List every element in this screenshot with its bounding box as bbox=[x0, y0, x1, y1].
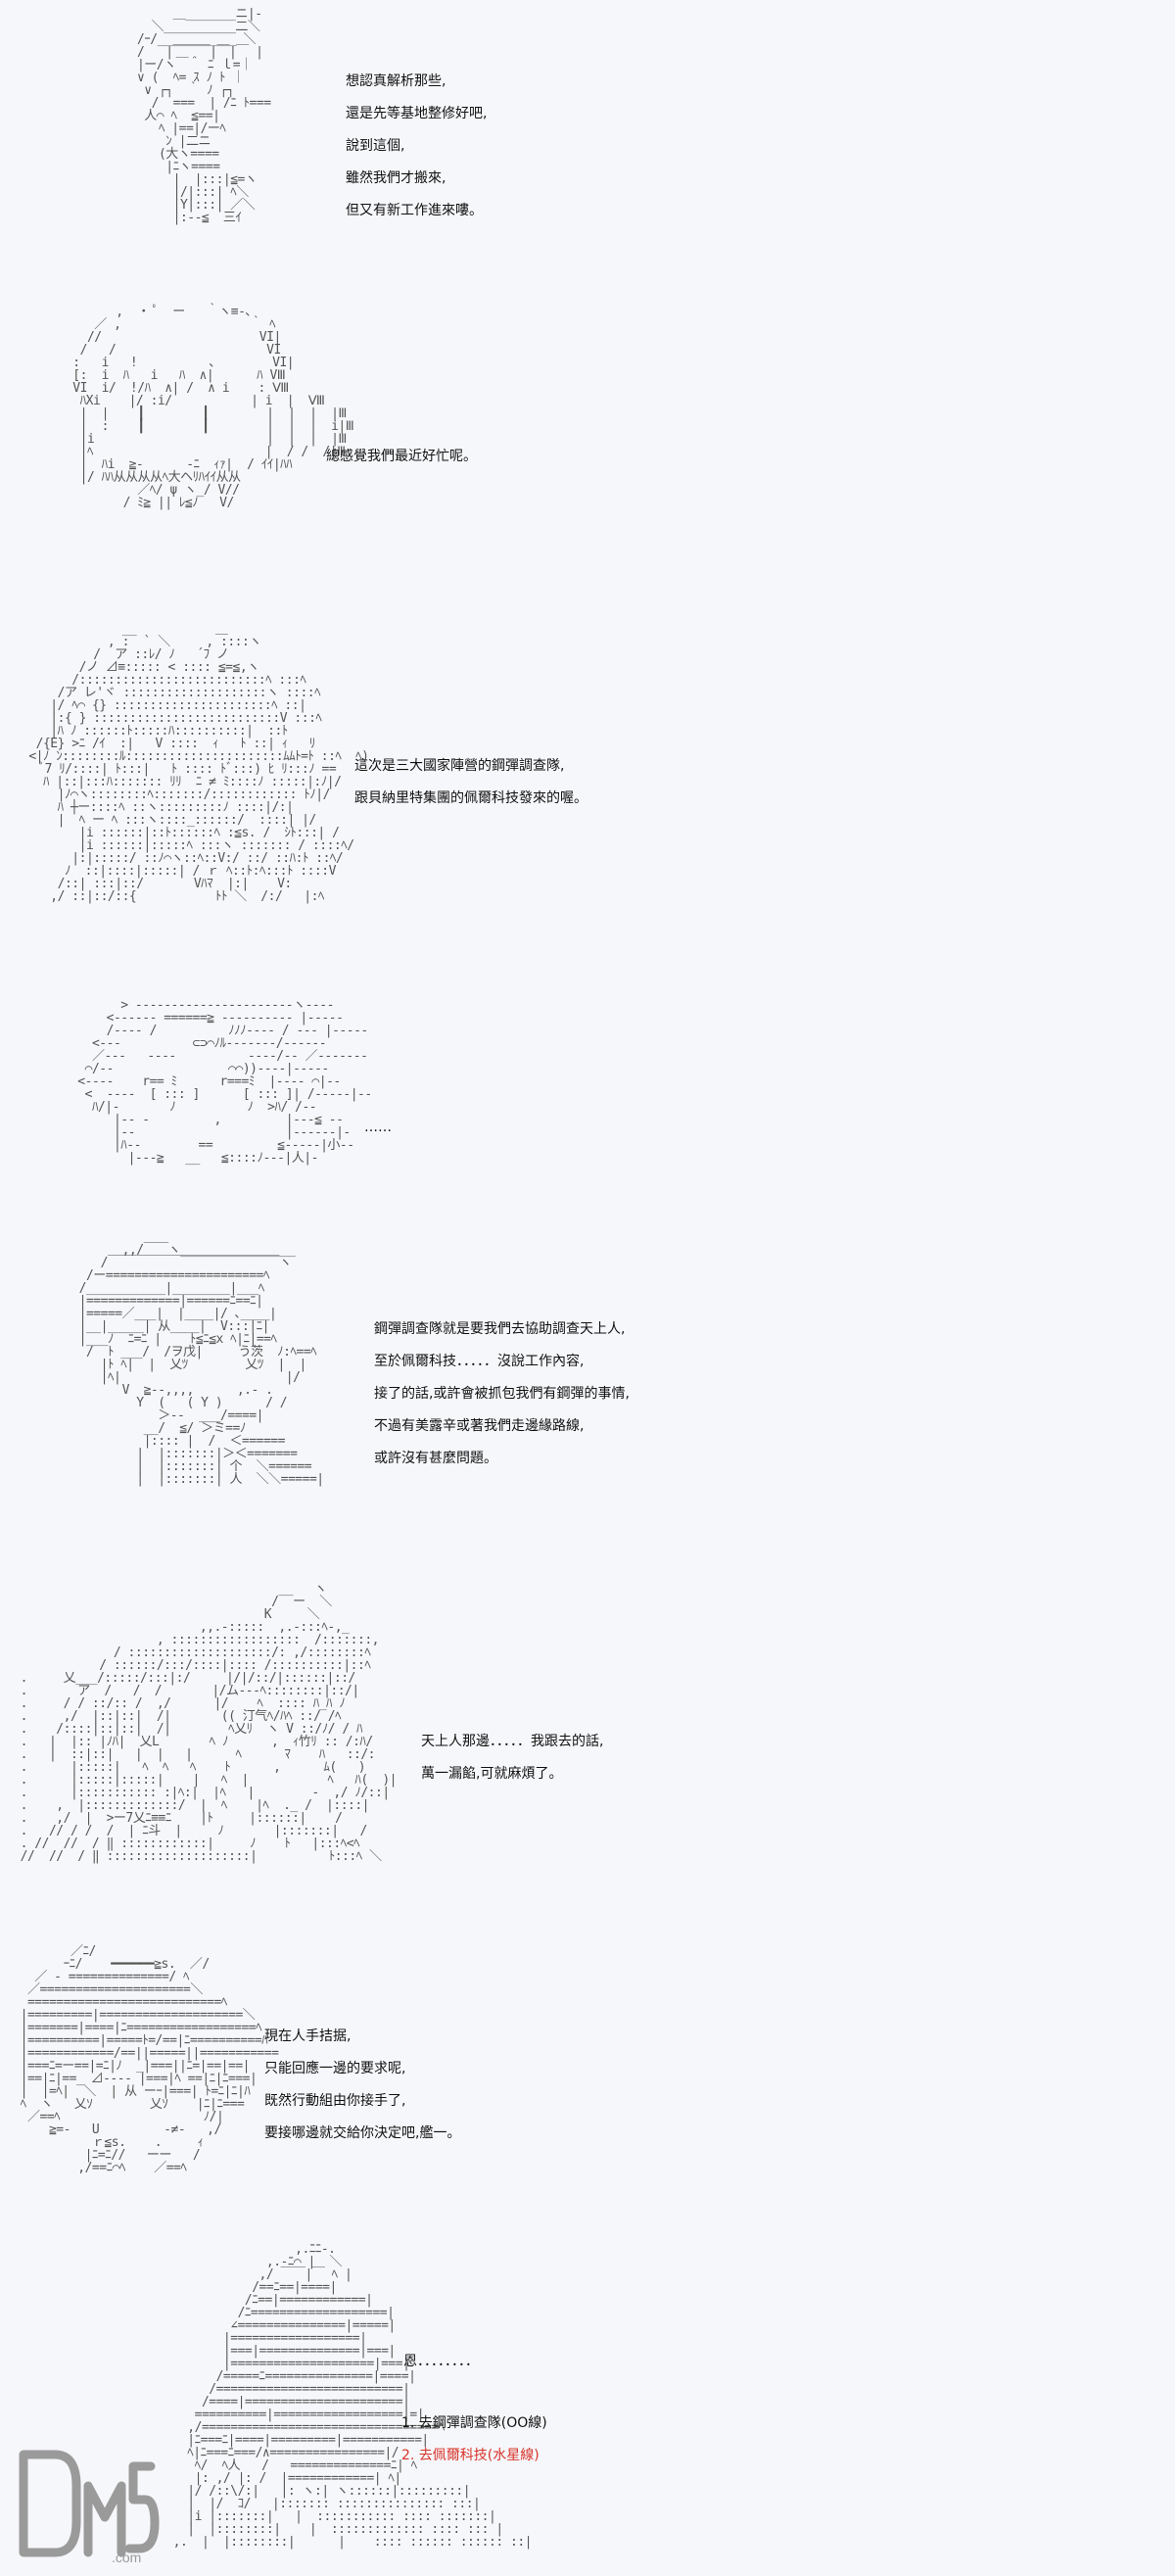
choice-list: 1. 去鋼彈調查隊(OO線) 2. 去佩爾科技(水星線) bbox=[401, 2408, 547, 2472]
ascii-art-character-3: __ ＿ , : ` ＼ , ::::ヽ / ア ::ﾚ/ ﾉ ´ﾌ ノ /ノ … bbox=[28, 622, 369, 904]
dialog-line: 鋼彈調查隊就是要我們去協助調查天上人, bbox=[374, 1321, 626, 1337]
dialog-2: 總感覺我們最近好忙呢。 bbox=[326, 441, 477, 473]
dialog-line: …… bbox=[364, 1120, 392, 1135]
dialog-8: 恩．．．．．．．． bbox=[403, 2346, 479, 2378]
dialog-line: 說到這個, bbox=[346, 138, 405, 154]
dialog-3: 這次是三大國家陣營的鋼彈調查隊, 跟貝納里特集團的佩爾科技發來的喔。 bbox=[354, 750, 588, 815]
dialog-line: 跟貝納里特集團的佩爾科技發來的喔。 bbox=[354, 790, 588, 806]
ascii-art-character-4: > ----------------------ヽ---- <------ ==… bbox=[77, 998, 372, 1166]
dialog-line: 或許沒有甚麼問題。 bbox=[374, 1451, 497, 1466]
logo-letter-5 bbox=[124, 2461, 160, 2553]
ascii-art-character-2: , ・ ﾟ ー ｀ヽ≡-､ ／ , ｀ ﾍ // VI| / / VI : i … bbox=[72, 305, 354, 510]
ascii-art-character-1: ＿_______ニ|- ＼__________二＼ /ｰ/___________… bbox=[136, 7, 271, 225]
dialog-line: 現在人手拮据, bbox=[264, 2028, 352, 2044]
dialog-line: 既然行動組由你接手了, bbox=[264, 2093, 406, 2109]
dialog-line: 至於佩爾科技．．．．．沒說工作內容, bbox=[374, 1354, 585, 1369]
ascii-art-character-7: ／ﾆ/ ｰﾆ/ ━━━━━━≧s. ／/ ／ ‐ ==============/… bbox=[20, 1944, 279, 2175]
dialog-6: 天上人那邊．．．．．我跟去的話, 萬一漏餡,可就麻煩了。 bbox=[421, 1726, 603, 1790]
dialog-line: 接了的話,或許會被抓包我們有鋼彈的事情, bbox=[374, 1386, 630, 1402]
dialog-4: …… bbox=[364, 1112, 392, 1144]
dialog-7: 現在人手拮据, 只能回應一邊的要求呢, 既然行動組由你接手了, 要接哪邊就交給你… bbox=[264, 2021, 460, 2150]
logo-subtext: .com bbox=[112, 2550, 141, 2564]
dialog-line: 想認真解析那些, bbox=[346, 73, 446, 89]
dialog-line: 只能回應一邊的要求呢, bbox=[264, 2061, 406, 2076]
dialog-5: 鋼彈調查隊就是要我們去協助調查天上人, 至於佩爾科技．．．．．沒說工作內容, 接… bbox=[374, 1313, 630, 1475]
dialog-line: 天上人那邊．．．．．我跟去的話, bbox=[421, 1734, 604, 1749]
dialog-line: 要接哪邊就交給你決定吧,艦一。 bbox=[264, 2125, 461, 2141]
dialog-line: 總感覺我們最近好忙呢。 bbox=[326, 449, 477, 464]
dialog-line: 這次是三大國家陣營的鋼彈調查隊, bbox=[354, 758, 565, 774]
dialog-line: 但又有新工作進來嘍。 bbox=[346, 203, 483, 218]
ascii-art-character-8: ,.ﾆﾆ-. ,.-ﾆ⌒ | ＼ ,/ ￣￣|￣ ﾍ | /==ﾆ==|====… bbox=[172, 2242, 533, 2550]
ascii-art-character-6: __ ヽ / ー ＼ K ＼ ,,.-::::: ,.-:::ﾍ-,_ , ::… bbox=[20, 1582, 398, 1864]
choice-option-1[interactable]: 1. 去鋼彈調查隊(OO線) bbox=[401, 2415, 547, 2431]
dialog-line: 還是先等基地整修好吧, bbox=[346, 106, 488, 121]
dialog-line: 恩．．．．．．．． bbox=[403, 2354, 479, 2369]
dialog-line: 不過有美露辛或著我們走邊緣路線, bbox=[374, 1418, 585, 1434]
dm5-logo: .com bbox=[19, 2450, 160, 2564]
logo-letter-d bbox=[19, 2450, 81, 2557]
dialog-1: 想認真解析那些, 還是先等基地整修好吧, 說到這個, 雖然我們才搬來, 但又有新… bbox=[346, 66, 487, 227]
choice-option-2[interactable]: 2. 去佩爾科技(水星線) bbox=[401, 2448, 540, 2463]
dialog-line: 萬一漏餡,可就麻煩了。 bbox=[421, 1766, 563, 1782]
logo-letter-m bbox=[83, 2481, 126, 2557]
dialog-line: 雖然我們才搬來, bbox=[346, 170, 446, 186]
ascii-art-character-5: ,,/￣￣ヽ________________ /￣￣￣￣￣￣￣￣￣￣￣￣￣￣ヽ … bbox=[78, 1243, 324, 1487]
